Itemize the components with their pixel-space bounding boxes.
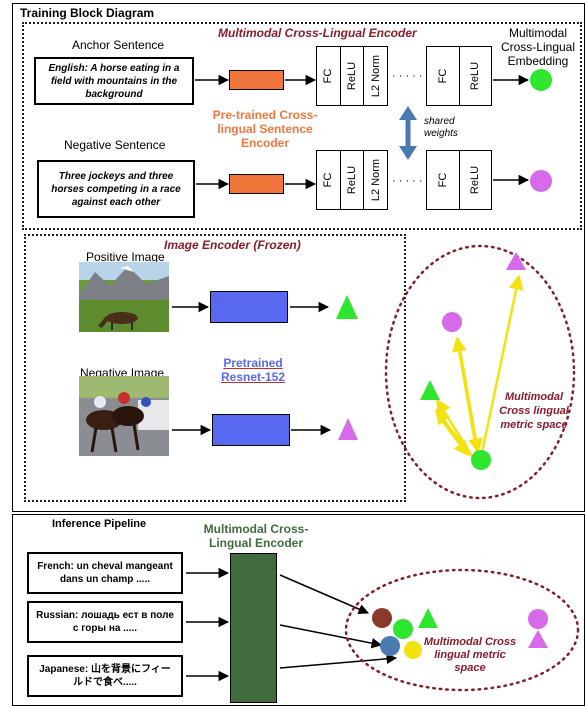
negative-sentence-box: Three jockeys and three horses competing… [37, 160, 195, 218]
metric-space-arrows [435, 274, 524, 460]
positive-image-encoder [210, 291, 288, 323]
negative-embedding-circle [530, 170, 552, 192]
inference-yellow-circle [404, 641, 422, 659]
encoder-to-yellow-arrow [279, 653, 398, 669]
inference-blue-circle [380, 636, 400, 656]
negative-l2norm-layer: L2 Norm [363, 151, 387, 209]
embedding-label: Multimodal Cross-Lingual Embedding [500, 26, 576, 68]
training-metric-space-ellipse [384, 244, 576, 500]
anchor-layers-ellipsis: · · · · · · [392, 70, 430, 82]
anchor-final-layers: FC ReLU [426, 46, 492, 106]
inference-green-triangle [418, 608, 438, 628]
metric-space-label: Multimodal Cross lingual metric space [499, 391, 569, 431]
anchor-l2norm-layer: L2 Norm [363, 47, 387, 105]
negative-sentence-label: Negative Sentence [64, 138, 166, 152]
inference-purple-triangle [528, 630, 548, 648]
shared-weights-label: shared weights [424, 116, 458, 139]
anchor-embedding-circle [530, 69, 552, 91]
negative-sentence-encoder [229, 174, 284, 194]
resnet-label: Pretrained Resnet-152 [220, 356, 286, 384]
negative-relu-layer: ReLU [339, 151, 364, 209]
negative-image-encoder [212, 414, 290, 446]
encoder-title: Multimodal Cross-Lingual Encoder [218, 26, 417, 40]
negative-final-relu: ReLU [458, 151, 492, 209]
positive-image [79, 262, 169, 332]
negative-final-layers: FC ReLU [426, 150, 492, 210]
sentence-encoder-label: Pre-trained Cross-lingual Sentence Encod… [212, 108, 318, 150]
image-encoder-region [24, 234, 406, 502]
metric-negative-circle [442, 312, 462, 332]
anchor-layers-block: FC ReLU L2 Norm [316, 46, 388, 106]
negative-image [79, 376, 169, 456]
metric-positive-triangle [420, 380, 440, 400]
inference-encoder-label: Multimodal Cross-Lingual Encoder [203, 522, 309, 550]
positive-image-triangle [336, 295, 358, 319]
positive-image-label: Positive Image [86, 250, 165, 264]
anchor-final-relu: ReLU [458, 47, 492, 105]
training-title: Training Block Diagram [20, 6, 155, 20]
french-input-box: French: un cheval mangeant dans un champ… [27, 552, 183, 594]
inference-green-circle [393, 619, 413, 639]
inference-purple-circle [528, 609, 548, 629]
russian-input-box: Russian: лошадь ест в поле с горы на ...… [27, 601, 183, 643]
image-encoder-title: Image Encoder (Frozen) [164, 238, 301, 252]
encoder-to-blue-arrow [279, 624, 383, 649]
japanese-input-box: Japanese: 山を背景にフィールドで食べ..... [27, 655, 183, 697]
inference-title: Inference Pipeline [52, 518, 147, 530]
metric-negative-triangle [506, 252, 526, 270]
inference-encoder-block [230, 553, 277, 703]
anchor-sentence-box: English: A horse eating in a field with … [34, 57, 194, 105]
anchor-sentence-label: Anchor Sentence [72, 38, 165, 52]
inference-metric-space-label: Multimodal Cross lingual metric space [423, 636, 517, 674]
negative-layers-ellipsis: · · · · · · [392, 175, 430, 187]
negative-image-triangle [338, 418, 358, 440]
encoder-to-brown-arrow [279, 574, 369, 615]
anchor-relu-layer: ReLU [339, 47, 364, 105]
anchor-sentence-encoder [229, 70, 284, 90]
metric-anchor-circle [471, 450, 491, 470]
shared-weights-arrow [399, 106, 417, 160]
inference-brown-circle [372, 608, 392, 628]
inference-metric-space-ellipse [344, 568, 580, 692]
text-encoder-region [22, 22, 582, 230]
negative-layers-block: FC ReLU L2 Norm [316, 150, 388, 210]
